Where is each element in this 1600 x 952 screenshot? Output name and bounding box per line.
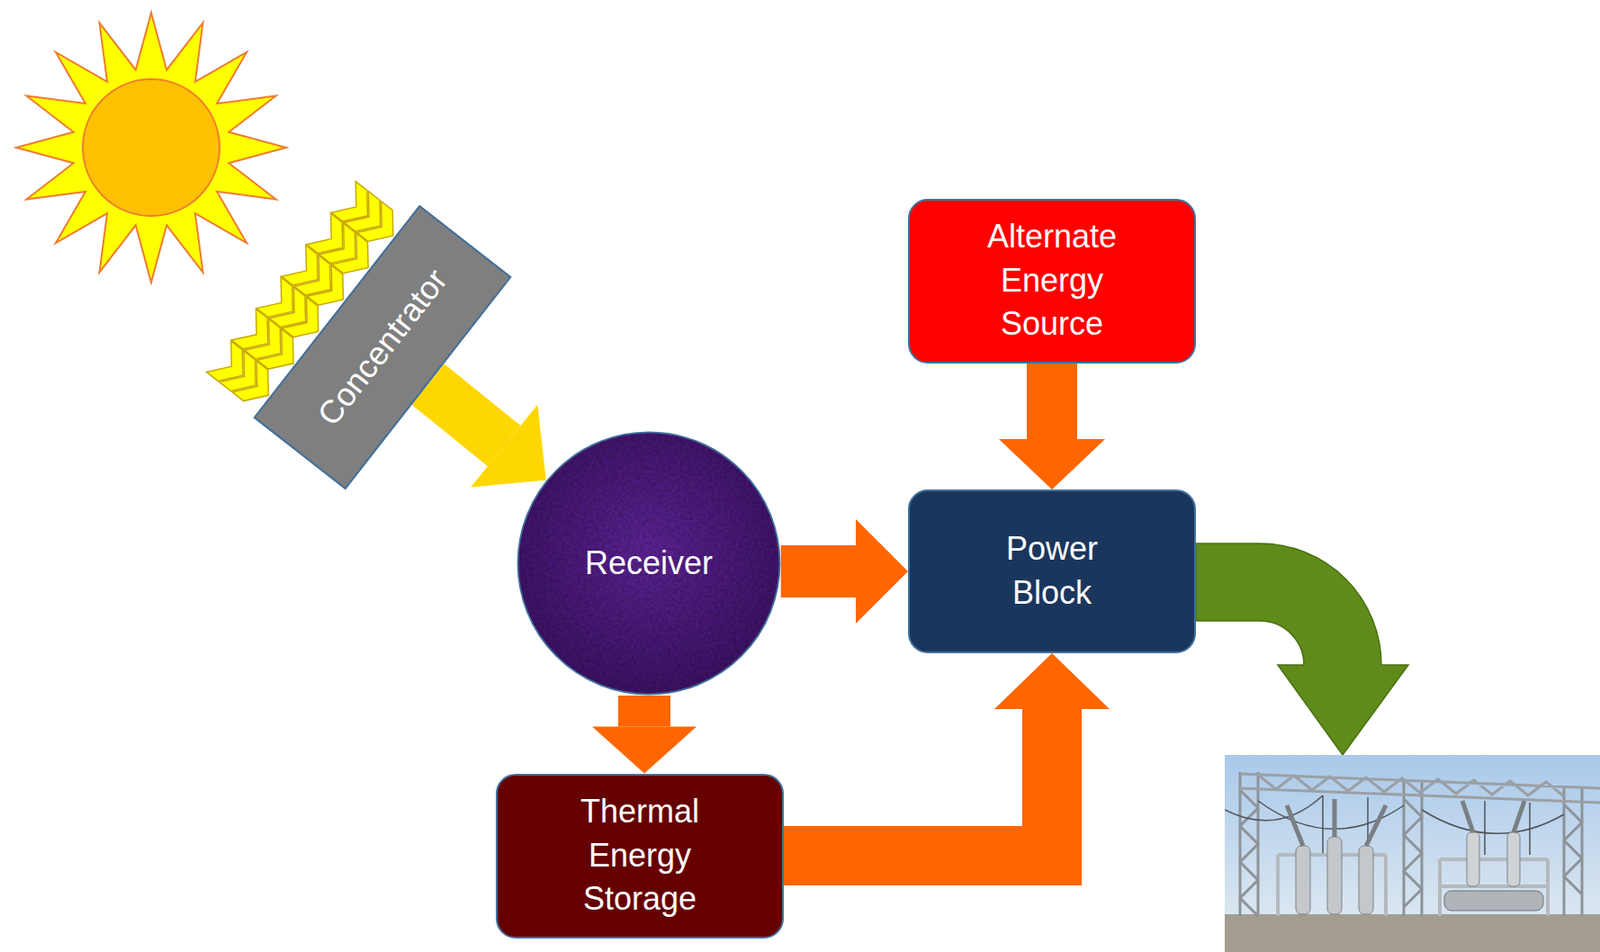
flow-arrow <box>781 519 908 624</box>
flow-arrow <box>783 653 1110 856</box>
arrow-shaft <box>781 545 856 598</box>
grid-output-arrow <box>1195 543 1409 756</box>
sun-rays <box>16 12 287 283</box>
flow-arrow <box>998 363 1106 491</box>
concentrator-panel: Concentrator <box>252 205 512 490</box>
bushings <box>1286 799 1525 846</box>
photo-ground <box>1224 914 1600 952</box>
source-box: Alternate Energy Source <box>907 198 1196 364</box>
insulator <box>1358 845 1374 915</box>
substation-photo <box>1224 755 1600 952</box>
arrow-head <box>855 519 908 624</box>
arrow-shaft <box>427 384 504 447</box>
sun-disk <box>82 79 220 216</box>
power-block-box: Power Block <box>907 489 1196 654</box>
arrow-shaft <box>1026 363 1078 441</box>
insulator <box>1295 845 1311 915</box>
photo-sky <box>1224 755 1600 952</box>
node-label: Alternate Energy Source <box>966 215 1138 348</box>
arrow-head <box>592 727 697 774</box>
node-label: Thermal Energy Storage <box>554 790 726 923</box>
light-ray <box>331 181 380 233</box>
storage-box: Thermal Energy Storage <box>495 773 784 939</box>
arrow-shaft <box>783 709 1052 856</box>
arrow-head <box>994 653 1110 710</box>
receiver-disk <box>517 431 780 694</box>
arrow-head <box>470 404 547 488</box>
node-label: Power Block <box>966 527 1138 616</box>
breaker-tank <box>1444 890 1544 911</box>
insulator <box>1507 832 1520 887</box>
gantry-beam <box>1240 773 1600 803</box>
insulator <box>1327 836 1342 915</box>
flow-arrow <box>592 695 697 774</box>
node-label: Concentrator <box>307 260 459 435</box>
receiver-circle: Receiver <box>516 431 782 696</box>
node-label: Receiver <box>584 541 713 586</box>
flow-arrow <box>427 384 546 488</box>
receiver-texture <box>519 433 779 693</box>
arrow-shaft <box>618 695 671 728</box>
insulator <box>1466 832 1480 887</box>
arrow-head <box>998 439 1106 490</box>
